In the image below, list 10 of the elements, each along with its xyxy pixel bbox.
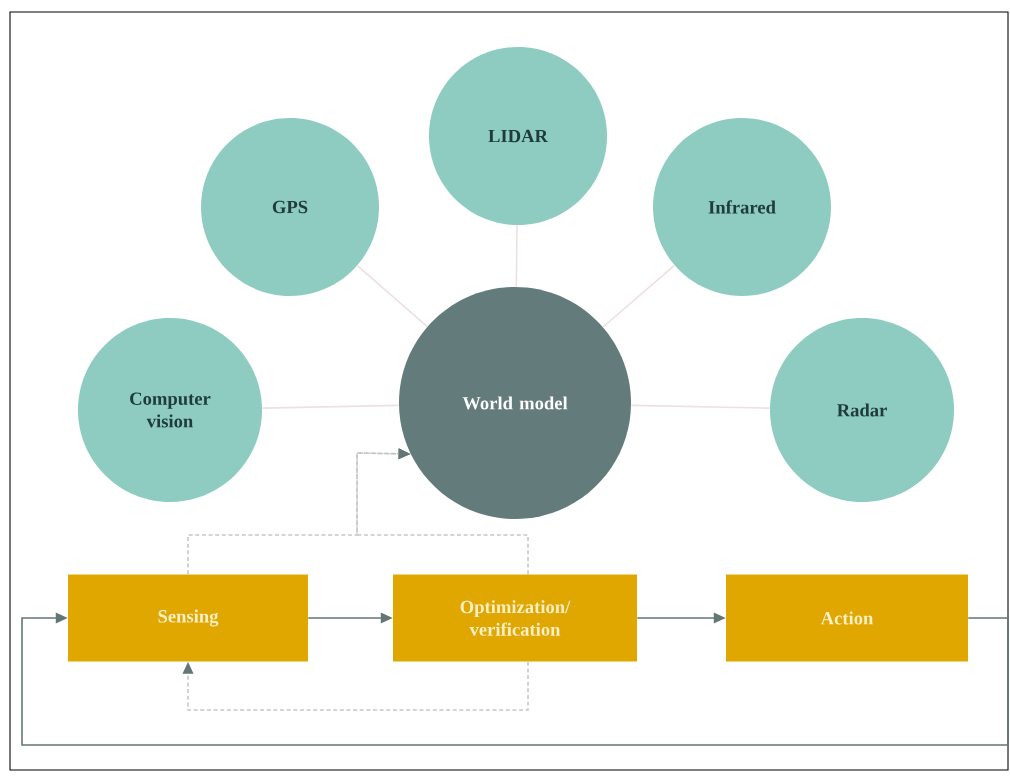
process-box: Sensing	[68, 574, 308, 662]
arrow	[356, 448, 529, 576]
arrow	[182, 661, 529, 711]
connector-line	[261, 404, 400, 409]
connector-line	[602, 264, 676, 328]
connector-line	[356, 264, 429, 328]
process-box: Action	[726, 574, 968, 662]
process-box: Optimization/ verification	[393, 574, 637, 662]
connector-line	[630, 404, 771, 409]
arrow	[21, 612, 1009, 746]
